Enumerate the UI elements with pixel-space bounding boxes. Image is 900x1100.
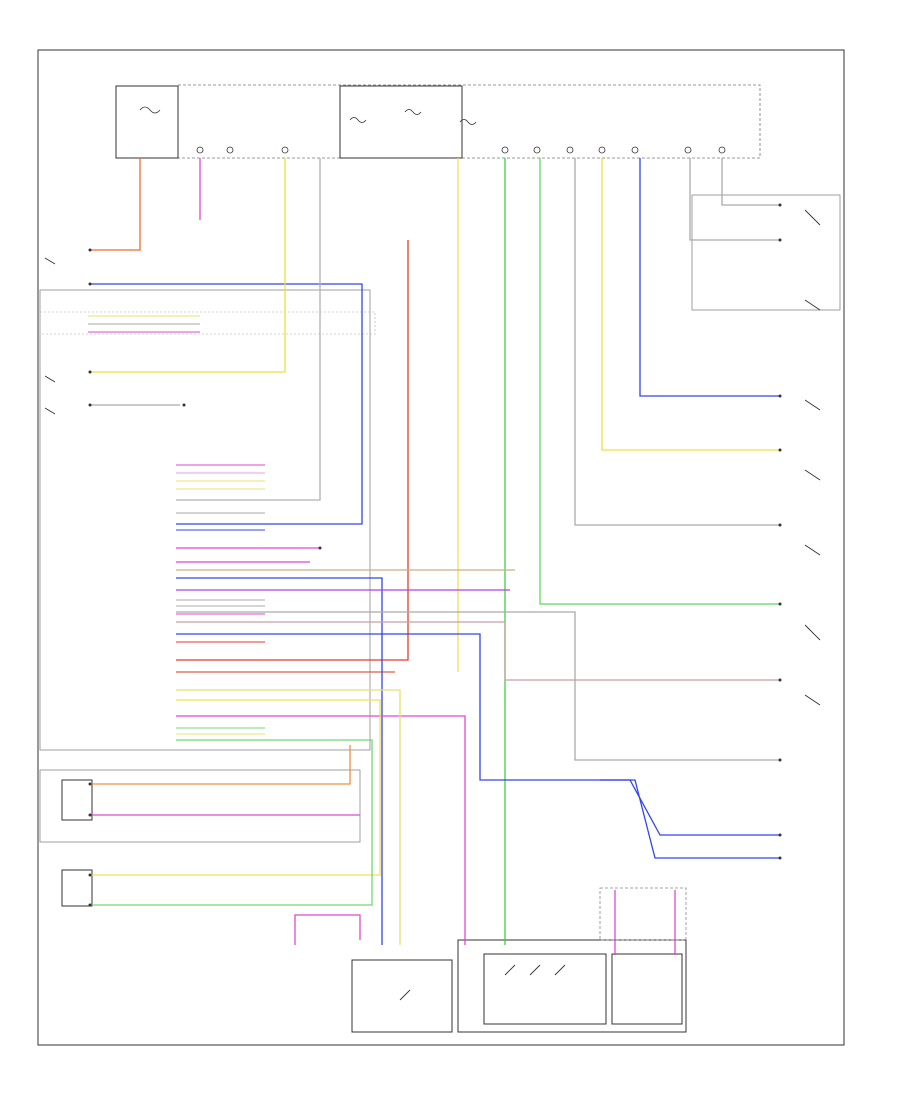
left-connector-rows [88,315,200,333]
wire-gray-right-1 [574,158,780,526]
wire-gray-right-2 [689,158,780,241]
wire-blue-mid [176,577,383,945]
wire-green-bottom [90,739,373,906]
fuse-block-left [115,85,179,159]
wire-tan-2 [176,621,780,681]
wire-orange-cluster [90,745,351,785]
transmission-control-switch-inner [483,953,607,1025]
left-connector-stubs [176,464,265,735]
wire-gray-right-3 [721,158,780,206]
wire-yellow-1 [90,158,286,373]
junction-box-top [177,84,761,159]
wire-blue-top [90,283,363,525]
transmission-control-dashed [599,887,687,941]
module-left [39,289,371,751]
fuel-tank-box [61,869,93,907]
fuse-block-mid [339,85,463,159]
wire-blue-mid-2 [176,633,780,836]
wire-orange-battery [90,158,141,251]
wire-blue-mid-3 [600,779,780,859]
wire-gray-right-4 [176,611,780,761]
transmission-range-sensor [351,959,453,1033]
wire-yellow-right [601,158,780,451]
instrument-cluster-lower [39,769,361,843]
wire-blue-right [639,158,780,397]
wire-yellow-bottom-2 [176,689,401,945]
wire-green-2 [539,158,780,605]
diagram-frame [37,49,845,1046]
wire-pink-right [176,715,466,945]
wire-pink-bottom [294,914,361,945]
transmission-control-switch-right [611,953,683,1025]
fuse-symbols [139,106,726,154]
wire-yellow-bottom [90,699,381,876]
connection-dots [88,203,782,907]
fuel-sender-box [61,779,93,821]
wire-gray-1 [176,158,321,501]
transmission-control-switch [457,939,687,1033]
switch-symbols [44,209,821,1001]
module-right [691,194,841,311]
module-left-inner [39,311,376,335]
wire-red-main [176,240,409,661]
